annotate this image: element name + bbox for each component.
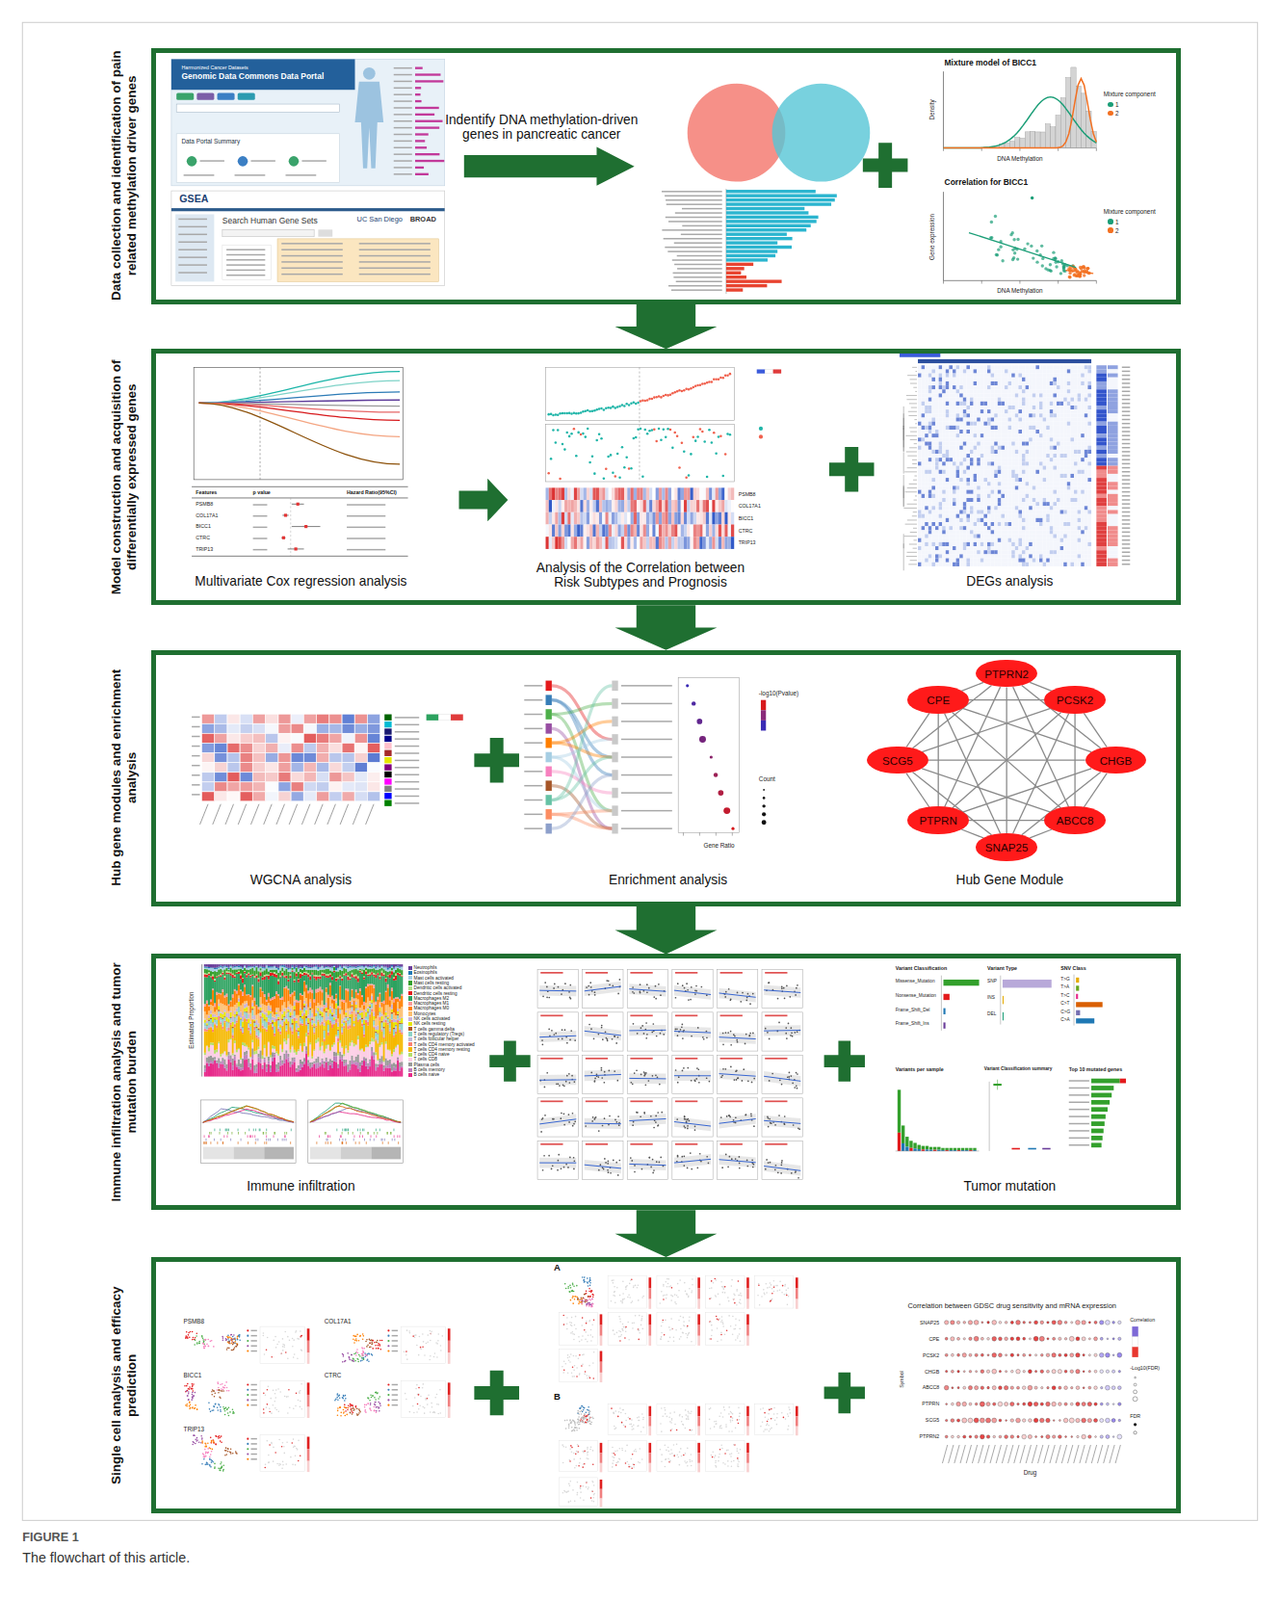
figure: Data collection and identification of pa… [0, 0, 1281, 1600]
